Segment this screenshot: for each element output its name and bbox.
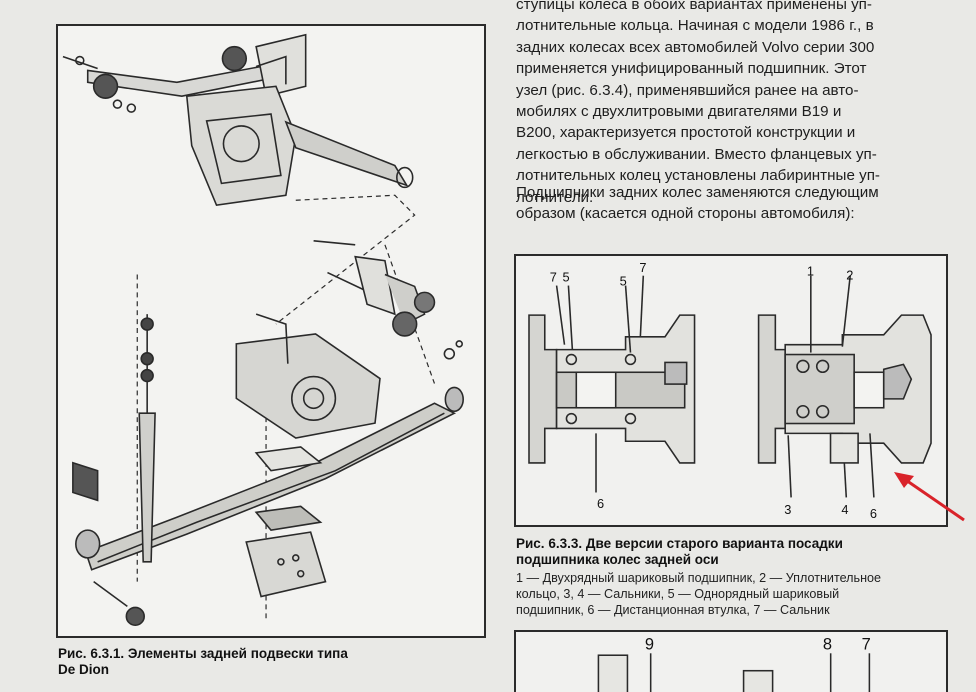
text-line: Подшипники задних колес заменяются следу… xyxy=(516,184,879,201)
text-line: ступицы колеса в обоих вариантах примене… xyxy=(516,0,872,13)
label-7: 7 xyxy=(862,635,871,653)
text-line: B200, характеризуется простотой конструк… xyxy=(516,124,856,142)
figure-6-3-1-drawing xyxy=(56,24,486,638)
label-right-1: 1 xyxy=(807,264,814,279)
text-line: лотнители. xyxy=(516,188,594,206)
figure-bottom-partial: 9 8 7 xyxy=(514,630,948,692)
caption-line: 1 — Двухрядный шариковый подшипник, 2 — … xyxy=(516,571,882,585)
bearing-cross-sections: 7 5 5 7 6 1 2 3 4 6 xyxy=(528,260,932,521)
label-right-2: 2 xyxy=(846,268,853,283)
label-left-7b: 7 xyxy=(639,260,646,275)
caption-line: De Dion xyxy=(58,662,110,677)
label-left-5: 5 xyxy=(563,270,570,285)
caption-line: кольцо, 3, 4 — Сальники, 5 — Однорядный … xyxy=(516,587,840,602)
caption-line: подшипника колес задней оси xyxy=(516,552,719,567)
text-line: легкостью в обслуживании. Вместо фланцев… xyxy=(516,145,877,163)
text-line: мобилях с двухлитровыми двигателями B19 … xyxy=(516,103,842,121)
text-line: узел (рис. 6.3.4), применявшийся ранее н… xyxy=(516,81,859,99)
caption-line: Рис. 6.3.1. Элементы задней подвески тип… xyxy=(58,646,348,661)
red-arrow-icon xyxy=(894,472,965,522)
label-left-6: 6 xyxy=(597,496,604,511)
label-left-7: 7 xyxy=(550,270,557,285)
text-line: образом (касается одной стороны автомоби… xyxy=(516,205,855,223)
label-left-5b: 5 xyxy=(620,274,627,289)
text-line: лотнительные кольца. Начиная с модели 19… xyxy=(516,17,874,35)
label-right-4: 4 xyxy=(841,502,848,517)
caption-line: Рис. 6.3.3. Две версии старого варианта … xyxy=(516,536,843,551)
label-right-6: 6 xyxy=(870,506,877,521)
bottom-drawing: 9 8 7 xyxy=(597,635,871,692)
figure-6-3-3-drawing: 7 5 5 7 6 1 2 3 4 6 xyxy=(514,254,948,527)
figure-6-3-3-caption-title: Рис. 6.3.3. Две версии старого варианта … xyxy=(516,536,956,568)
figure-6-3-3-caption-legend: 1 — Двухрядный шариковый подшипник, 2 — … xyxy=(516,570,956,619)
suspension-exploded-view xyxy=(62,33,464,627)
text-line: применяется унифицированный подшипник. Э… xyxy=(516,60,867,78)
body-paragraph-2: Подшипники задних колес заменяются следу… xyxy=(516,182,956,225)
text-line: лотнительных колец установлены лабиринтн… xyxy=(516,167,880,185)
figure-6-3-1-caption: Рис. 6.3.1. Элементы задней подвески тип… xyxy=(58,646,478,678)
body-paragraph-1: ступицы колеса в обоих вариантах примене… xyxy=(516,0,956,208)
caption-line: подшипник, 6 — Дистанционная втулка, 7 —… xyxy=(516,603,830,618)
label-right-3: 3 xyxy=(784,502,791,517)
label-8: 8 xyxy=(823,635,832,653)
label-9: 9 xyxy=(645,635,654,653)
text-line: задних колесах всех автомобилей Volvo се… xyxy=(516,38,875,56)
